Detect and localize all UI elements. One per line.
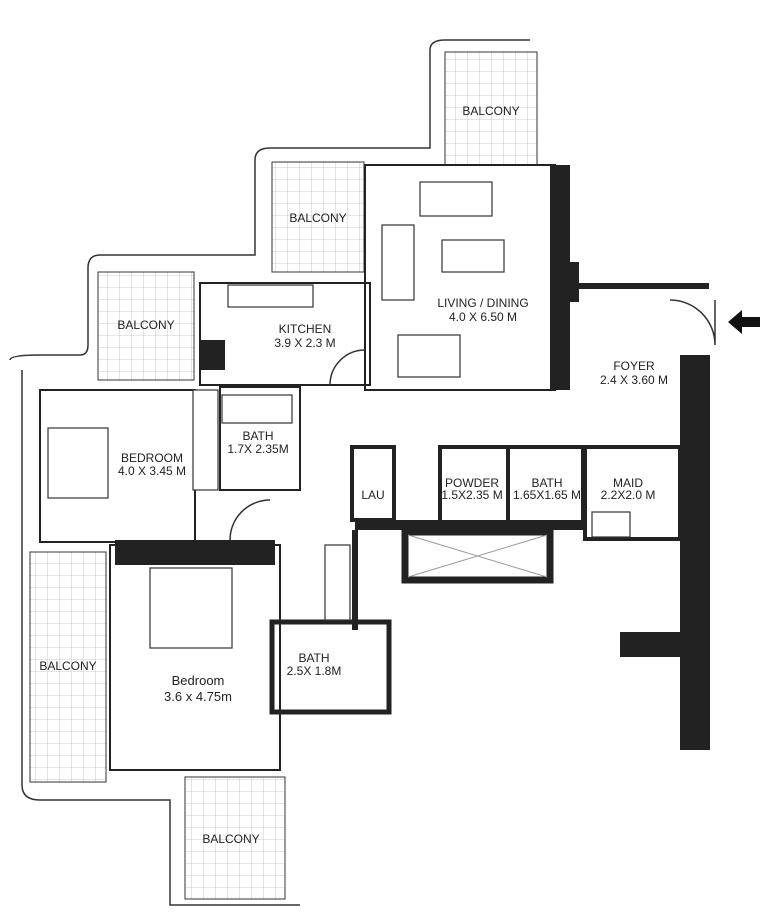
bath1-label: BATH <box>242 429 273 443</box>
balcony-lower-left <box>29 551 107 783</box>
shower <box>221 394 293 424</box>
void-cross <box>407 534 548 578</box>
wardrobe <box>324 544 351 621</box>
bedroom2-size: 3.6 x 4.75m <box>164 689 232 704</box>
door[interactable] <box>329 349 366 386</box>
foyer-label: FOYER <box>613 359 655 373</box>
bed <box>47 427 109 499</box>
maid-label: MAID <box>613 476 643 490</box>
wall <box>620 632 680 657</box>
wall <box>352 530 358 630</box>
outer-railing <box>9 39 530 906</box>
kitchen-label: KITCHEN <box>279 322 332 336</box>
bedroom1-size: 4.0 X 3.45 M <box>118 464 186 478</box>
bedroom1-label: BEDROOM <box>121 451 183 465</box>
kitchen-counter <box>227 284 314 308</box>
living-size: 4.0 X 6.50 M <box>449 310 517 324</box>
powder-label: POWDER <box>445 476 499 490</box>
wardrobe <box>192 389 219 491</box>
kitchen-size: 3.9 X 2.3 M <box>274 336 335 350</box>
wall <box>680 355 710 750</box>
balcony-top-mid <box>271 161 365 273</box>
balcony-bottom <box>184 776 286 900</box>
sofa <box>419 181 493 217</box>
wall <box>200 340 225 370</box>
bed <box>149 567 233 649</box>
door[interactable] <box>229 499 271 541</box>
balcony-label: BALCONY <box>39 659 96 673</box>
kitchen-room <box>199 282 371 386</box>
powder-size: 1.5X2.35 M <box>441 488 502 502</box>
wall <box>115 540 275 565</box>
bedroom2-label: Bedroom <box>172 673 225 688</box>
bath3-label: BATH <box>298 651 329 665</box>
entrance-door[interactable] <box>669 299 716 346</box>
sofa <box>381 224 415 301</box>
bath2-size: 1.65X1.65 M <box>513 488 581 502</box>
bath1-room <box>219 386 301 491</box>
bath2-label: BATH <box>531 476 562 490</box>
arrow-left-icon <box>728 310 760 334</box>
living-label: LIVING / DINING <box>437 296 528 310</box>
wall <box>550 165 570 390</box>
bath3-size: 2.5X 1.8M <box>287 664 342 678</box>
wardrobe <box>591 511 631 538</box>
wall <box>355 520 585 530</box>
coffee-table <box>441 239 505 273</box>
bath1-size: 1.7X 2.35M <box>227 442 288 456</box>
balcony-label: BALCONY <box>462 104 519 118</box>
maid-size: 2.2X2.0 M <box>601 488 656 502</box>
dining-table <box>397 334 461 378</box>
balcony-left <box>97 271 195 381</box>
lau-room <box>350 445 396 522</box>
bath3-room <box>269 619 392 715</box>
balcony-label: BALCONY <box>202 832 259 846</box>
wall <box>579 283 709 289</box>
void-shaft <box>401 528 554 584</box>
balcony-label: BALCONY <box>117 318 174 332</box>
balcony-top-right <box>444 51 538 166</box>
balcony-label: BALCONY <box>289 211 346 225</box>
lau-label: LAU <box>361 488 384 502</box>
wall <box>565 262 579 302</box>
foyer-size: 2.4 X 3.60 M <box>600 373 668 387</box>
